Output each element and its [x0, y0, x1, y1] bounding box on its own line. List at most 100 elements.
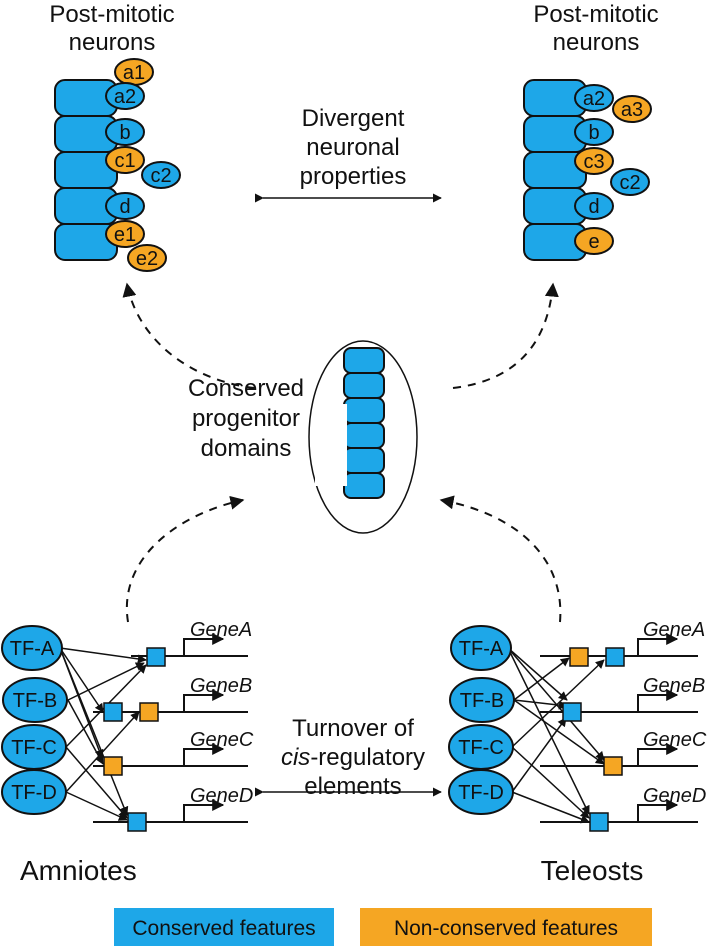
tf-label: TF-A [10, 638, 55, 660]
legend-conserved-label: Conserved features [132, 917, 315, 940]
feature-oval [141, 161, 181, 189]
feature-oval-label: e [588, 231, 599, 253]
teleosts-caption: Teleosts [541, 855, 644, 886]
label-backdrop [315, 404, 347, 486]
feature-oval [105, 118, 145, 146]
top-left-neurons: Post-mitotic neurons a1 a2 b c1 c2 d e1 … [49, 1, 181, 272]
progenitor-line2: progenitor [192, 405, 300, 432]
edge [65, 711, 140, 793]
gene-label: GeneA [643, 619, 705, 641]
cre-box [589, 812, 609, 832]
tf-oval [1, 769, 67, 815]
top-left-title-line1: Post-mitotic [49, 1, 174, 28]
feature-oval [105, 192, 145, 220]
turnover-line2: cis-regulatory [281, 744, 425, 771]
edge [513, 699, 605, 765]
gene-label: GeneB [643, 675, 705, 697]
feature-oval-label: b [588, 122, 599, 144]
tf-label: TF-B [460, 690, 504, 712]
feature-oval-label: a2 [583, 88, 605, 110]
tss-arrow [637, 633, 679, 656]
gene-label: GeneD [190, 785, 253, 807]
progenitor-cell [343, 347, 385, 374]
progenitor-cell [343, 447, 385, 474]
progenitor-domains: Conserved progenitor domains [188, 340, 418, 534]
feature-oval-label: e2 [136, 248, 158, 270]
legend: Conserved features Non-conserved feature… [114, 908, 652, 946]
cre-box [562, 702, 582, 722]
feature-oval [574, 227, 614, 255]
tss-arrow [183, 799, 225, 822]
gene-label: GeneA [190, 619, 252, 641]
tss-arrow [183, 743, 225, 766]
progenitor-outline [308, 340, 418, 534]
feature-oval [574, 118, 614, 146]
tss-arrow [637, 743, 679, 766]
regulatory-edges [507, 647, 605, 824]
progenitor-cell [343, 372, 385, 399]
tf-label: TF-C [11, 737, 57, 759]
developmental-arrows [122, 282, 562, 623]
cre-box [603, 756, 623, 776]
tss-arrow [637, 799, 679, 822]
edge [65, 791, 128, 821]
feature-oval-label: c1 [114, 150, 135, 172]
feature-oval-label: c2 [150, 165, 171, 187]
teleosts-grn: GeneA GeneB GeneC GeneD TF-A TF-B TF-C T… [448, 619, 707, 886]
edge [511, 746, 590, 819]
regulatory-edges [59, 647, 147, 821]
divergent-line3: properties [300, 163, 407, 190]
divergent-line2: neuronal [306, 134, 399, 161]
divergent-properties-label: Divergent neuronal properties [254, 105, 442, 203]
edge [507, 647, 590, 815]
top-right-cell-stack [523, 79, 587, 261]
arrow-to-top-right [452, 282, 559, 389]
tf-label: TF-D [458, 782, 504, 804]
arrow-from-teleosts [439, 495, 562, 623]
tf-label: TF-A [459, 638, 504, 660]
amniotes-caption: Amniotes [20, 855, 137, 886]
top-right-features: a2 a3 b c3 c2 d e [574, 84, 652, 255]
legend-nonconserved-label: Non-conserved features [394, 917, 618, 940]
edge [59, 647, 104, 713]
edge [511, 791, 590, 824]
cre-box [103, 702, 123, 722]
feature-oval-label: d [588, 196, 599, 218]
tf-label: TF-B [13, 690, 57, 712]
feature-oval [574, 147, 614, 175]
tss-arrow [637, 689, 679, 712]
cre-box [569, 647, 589, 667]
cre-box [103, 756, 123, 776]
feature-oval-label: a1 [123, 62, 145, 84]
feature-oval [612, 95, 652, 123]
top-right-neurons: Post-mitotic neurons a2 a3 b c3 c2 d e [523, 1, 659, 261]
tf-oval [2, 677, 68, 723]
feature-oval-label: a2 [114, 86, 136, 108]
cre-box [139, 702, 159, 722]
edge [59, 647, 129, 816]
top-left-title-line2: neurons [69, 29, 156, 56]
tf-label: TF-D [11, 782, 57, 804]
turnover-regulatory: -regulatory [310, 744, 425, 771]
progenitor-line1: Conserved [188, 375, 304, 402]
gene-label: GeneD [643, 785, 706, 807]
top-left-features: a1 a2 b c1 c2 d e1 e2 [105, 58, 181, 272]
tf-oval [449, 677, 515, 723]
gene-label: GeneC [643, 729, 707, 751]
progenitor-cell [343, 472, 385, 499]
edge [511, 717, 567, 793]
cre-box [146, 647, 166, 667]
turnover-line3: elements [304, 773, 401, 800]
tf-oval [448, 769, 514, 815]
edge [513, 657, 570, 701]
arrow-from-amniotes [125, 495, 245, 623]
feature-oval [574, 84, 614, 112]
feature-oval-label: b [119, 122, 130, 144]
feature-oval-label: a3 [621, 99, 643, 121]
turnover-cis: cis [281, 744, 310, 771]
feature-oval [105, 82, 145, 110]
tf-label: TF-C [458, 737, 504, 759]
feature-oval [574, 192, 614, 220]
